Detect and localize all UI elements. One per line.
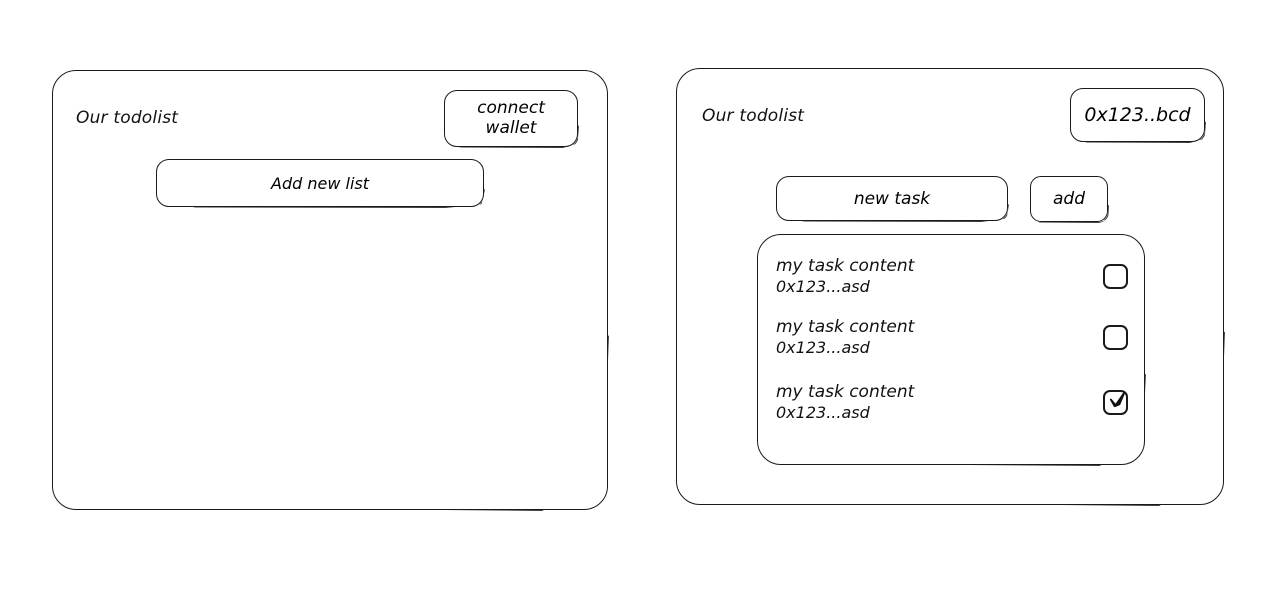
- task-checkbox-icon[interactable]: [1103, 324, 1128, 350]
- task-text: my task content 0x123...asd: [776, 382, 914, 422]
- connect-wallet-line-2: wallet: [485, 117, 537, 138]
- wallet-address-label: 0x123..bcd: [1084, 104, 1191, 126]
- add-new-list-label: Add new list: [271, 173, 369, 193]
- task-row[interactable]: my task content 0x123...asd: [776, 247, 1128, 305]
- checkmark-icon: [1109, 391, 1126, 407]
- task-row[interactable]: my task content 0x123...asd: [776, 308, 1128, 366]
- add-task-button[interactable]: add: [1030, 176, 1108, 222]
- task-content: my task content: [776, 381, 915, 402]
- task-list-card: [757, 234, 1145, 465]
- add-new-list-button[interactable]: Add new list: [156, 159, 484, 207]
- connect-wallet-line-1: connect: [477, 98, 545, 119]
- task-row[interactable]: my task content 0x123...asd: [776, 373, 1128, 431]
- task-content: my task content: [776, 316, 915, 337]
- new-task-input-value: new task: [853, 188, 931, 209]
- add-task-label: add: [1053, 189, 1085, 209]
- task-address: 0x123...asd: [776, 276, 870, 296]
- task-checkbox-icon[interactable]: [1103, 263, 1128, 289]
- task-text: my task content 0x123...asd: [776, 256, 914, 296]
- task-address: 0x123...asd: [776, 337, 870, 357]
- connect-wallet-button[interactable]: connect wallet: [444, 90, 578, 147]
- left-page-title: Our todolist: [76, 108, 179, 128]
- right-page-title: Our todolist: [702, 106, 805, 126]
- new-task-input[interactable]: new task: [776, 176, 1008, 221]
- task-text: my task content 0x123...asd: [776, 317, 914, 357]
- wallet-address-badge[interactable]: 0x123..bcd: [1070, 88, 1205, 142]
- task-content: my task content: [776, 255, 915, 276]
- task-address: 0x123...asd: [776, 402, 870, 422]
- task-checkbox-icon[interactable]: [1103, 389, 1128, 415]
